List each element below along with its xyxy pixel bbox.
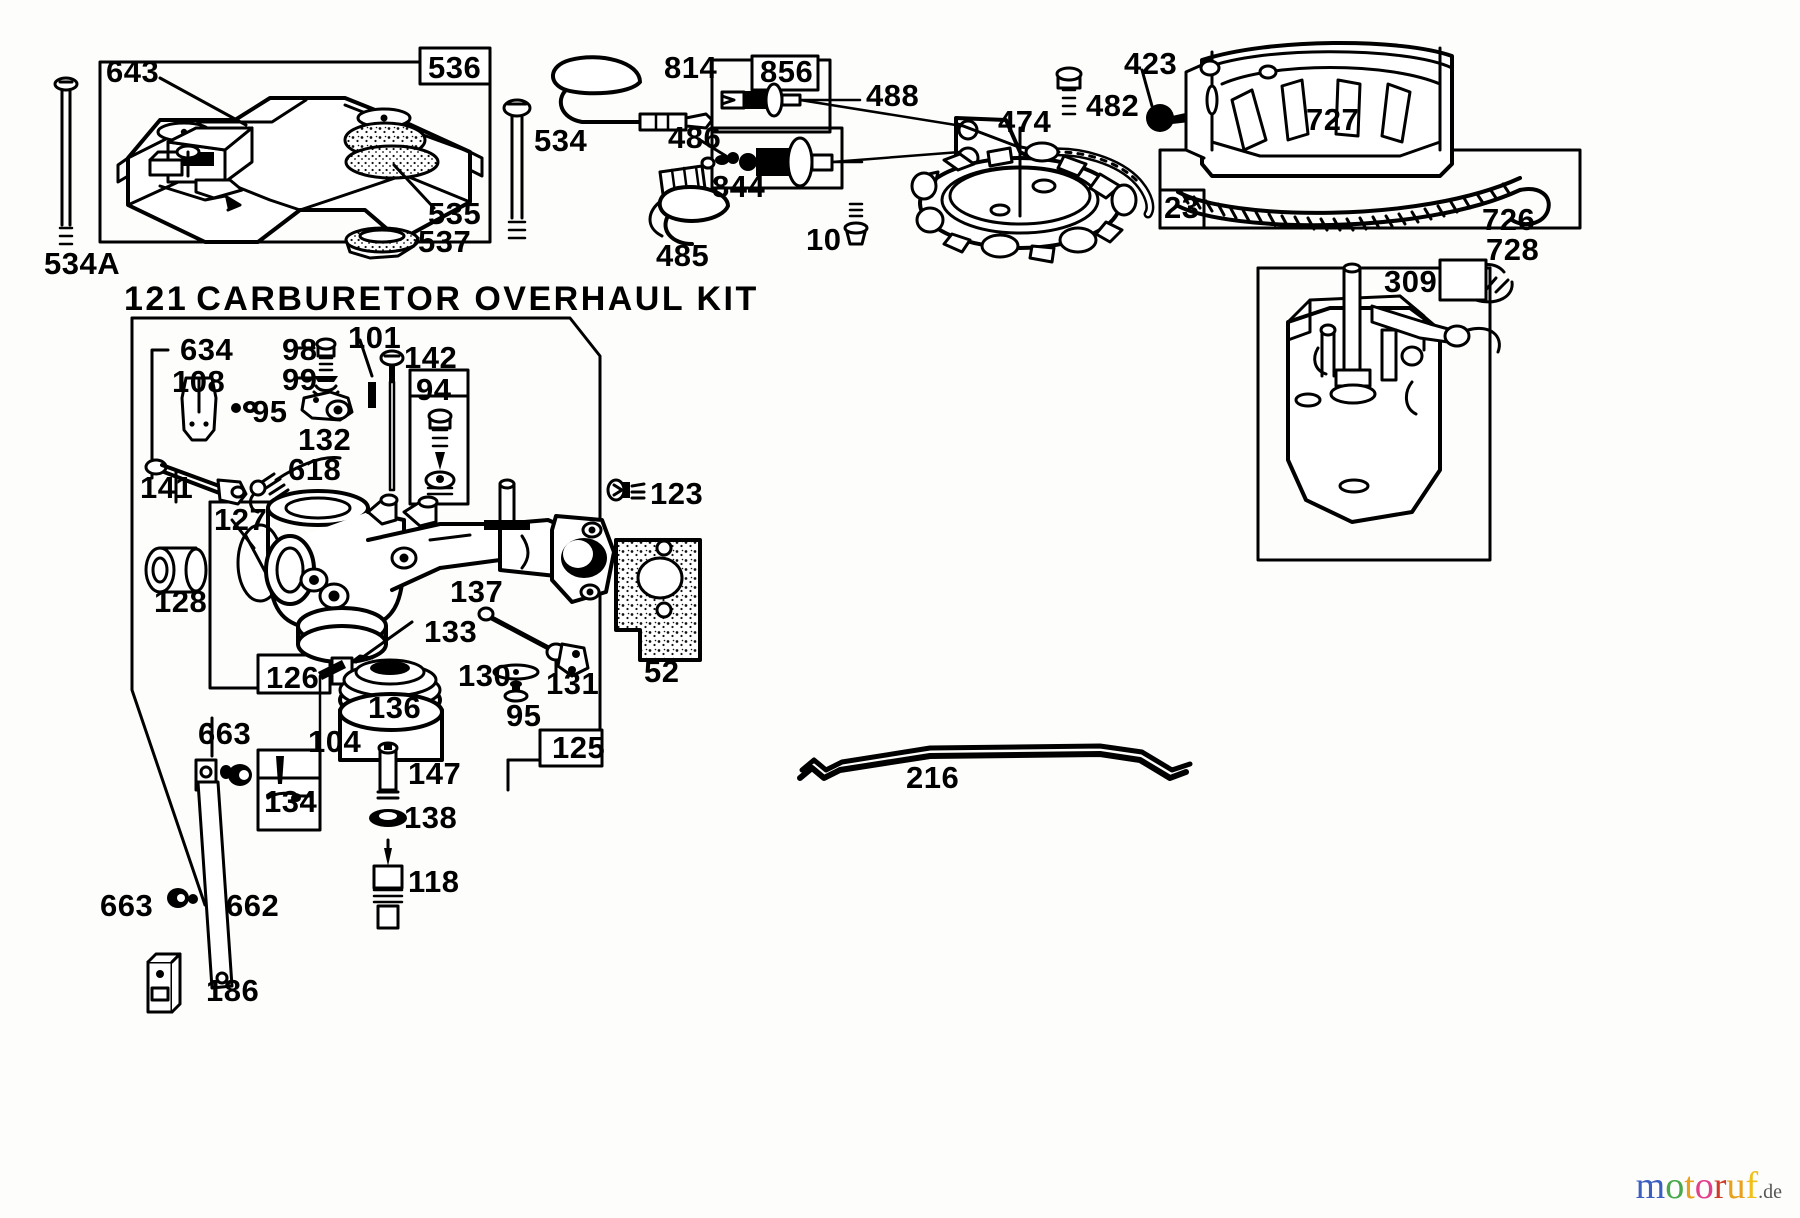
callout-104: 104 <box>308 724 362 759</box>
watermark-motoruf: motoruf.de <box>1636 1164 1782 1208</box>
watermark-domain: .de <box>1758 1181 1782 1203</box>
watermark-letter: m <box>1635 1165 1666 1207</box>
callout-643: 643 <box>106 54 160 89</box>
callout-10: 10 <box>806 222 842 257</box>
callout-142: 142 <box>404 340 458 375</box>
callout-534A: 534A <box>44 246 121 281</box>
callout-474: 474 <box>998 104 1052 139</box>
callout-727: 727 <box>1306 102 1360 137</box>
callout-125: 125 <box>552 730 606 765</box>
callout-485: 485 <box>656 238 710 273</box>
callout-130: 130 <box>458 658 512 693</box>
callout-95-lower: 95 <box>506 698 542 733</box>
callout-137: 137 <box>450 574 504 609</box>
callout-123: 123 <box>650 476 704 511</box>
watermark-letter: u <box>1726 1165 1746 1207</box>
callout-98: 98 <box>282 332 318 367</box>
callout-634: 634 <box>180 332 234 367</box>
callout-488: 488 <box>866 78 920 113</box>
callout-534: 534 <box>534 123 588 158</box>
callout-118: 118 <box>408 864 460 899</box>
watermark-letter: o <box>1665 1165 1685 1207</box>
callout-663-lower: 663 <box>100 888 154 923</box>
callout-52: 52 <box>644 654 680 689</box>
callout-537: 537 <box>418 224 472 259</box>
callout-844: 844 <box>712 169 766 204</box>
callout-618: 618 <box>288 452 342 487</box>
callout-134: 134 <box>264 784 318 819</box>
kit-title-ref: 121 <box>124 280 189 318</box>
watermark-letters: motoruf <box>1636 1164 1758 1208</box>
callout-128: 128 <box>154 584 208 619</box>
callout-728: 728 <box>1486 232 1540 267</box>
callout-131: 131 <box>546 666 600 701</box>
callout-186: 186 <box>206 973 260 1008</box>
callout-814: 814 <box>664 50 718 85</box>
callout-662: 662 <box>226 888 280 923</box>
callout-95-upper: 95 <box>252 394 288 429</box>
watermark-letter: r <box>1713 1165 1727 1207</box>
callout-309: 309 <box>1384 264 1438 299</box>
callout-726: 726 <box>1482 202 1536 237</box>
callout-108: 108 <box>172 364 226 399</box>
callout-486: 486 <box>668 120 722 155</box>
callout-663-upper: 663 <box>198 716 252 751</box>
callout-141: 141 <box>140 470 194 505</box>
callout-101: 101 <box>348 320 402 355</box>
callout-23: 23 <box>1164 190 1200 225</box>
callout-127: 127 <box>214 502 268 537</box>
kit-title-text: CARBURETOR OVERHAUL KIT <box>196 280 759 318</box>
callout-856: 856 <box>760 54 814 89</box>
callout-423: 423 <box>1124 46 1178 81</box>
callout-132: 132 <box>298 422 352 457</box>
callout-94: 94 <box>416 372 452 407</box>
watermark-letter: t <box>1684 1165 1695 1207</box>
callout-482: 482 <box>1086 88 1140 123</box>
callout-147: 147 <box>408 756 462 791</box>
callout-99: 99 <box>282 362 318 397</box>
callout-138: 138 <box>404 800 458 835</box>
watermark-letter: f <box>1745 1165 1759 1207</box>
callout-136: 136 <box>368 690 422 725</box>
callout-216: 216 <box>906 760 960 795</box>
callout-126: 126 <box>266 660 320 695</box>
callout-536: 536 <box>428 50 482 85</box>
callout-535: 535 <box>428 196 482 231</box>
watermark-letter: o <box>1694 1165 1714 1207</box>
callout-133: 133 <box>424 614 478 649</box>
